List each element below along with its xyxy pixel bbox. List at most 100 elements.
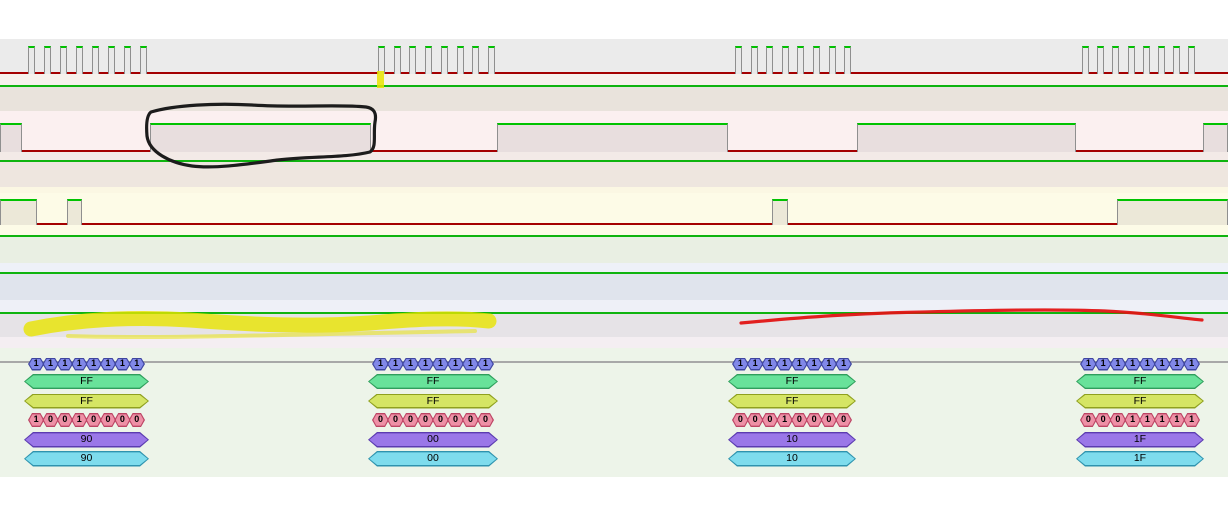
- decode-group-4-bits-top-bit-8-label: 1: [1185, 359, 1199, 369]
- clock-pulse-b4-4: [1127, 45, 1135, 74]
- data-channel-pink-high: [497, 122, 728, 152]
- decode-group-2-bits-bottom-bit-7-label: 0: [463, 414, 477, 425]
- decode-group-1-bits-top-bit-8: 1: [129, 358, 145, 371]
- decode-group-2-bits-top-bit-5: 1: [432, 358, 449, 371]
- decode-group-1-bits-top-bit-2-label: 1: [44, 359, 58, 369]
- decode-group-1-bits-top-bit-7: 1: [114, 358, 130, 371]
- decode-group-4-bits-bottom-bit-6: 1: [1154, 413, 1171, 427]
- decode-group-3-bits-bottom-bit-1-label: 0: [733, 414, 747, 425]
- decode-group-4-bits-top-bit-3: 1: [1110, 358, 1127, 371]
- decode-group-2-byte-mid: FF: [368, 394, 498, 409]
- decode-group-1-byte-cyan-label: 90: [25, 452, 147, 465]
- clock-pulse-b4-1: [1082, 45, 1089, 74]
- decode-group-1-bits-bottom-bit-7: 0: [114, 413, 130, 427]
- decode-group-3-bits-bottom-bit-8: 0: [835, 413, 852, 427]
- decode-group-4-bits-top-bit-5: 1: [1139, 358, 1156, 371]
- data-channel-cream-high: [1117, 199, 1228, 225]
- decode-group-3-bits-top-bit-3-label: 1: [763, 359, 777, 369]
- decode-group-3-bits-top-bit-1-label: 1: [733, 359, 747, 369]
- decode-group-2-bits-bottom-bit-3: 0: [402, 413, 419, 427]
- decode-group-1-bits-top-bit-3: 1: [57, 358, 73, 371]
- decode-group-3-bits-top-bit-8-label: 1: [837, 359, 851, 369]
- decode-group-2-bits-top-bit-7: 1: [462, 358, 479, 371]
- always-high-rail-2: [0, 160, 1228, 163]
- decode-group-1-bits-bottom-bit-6-label: 0: [101, 414, 115, 425]
- decode-group-3-bits-top-bit-7-label: 1: [822, 359, 836, 369]
- decode-group-4-bits-bottom-bit-2-label: 0: [1096, 414, 1110, 425]
- decode-group-4-byte-purple-label: 1F: [1077, 433, 1202, 446]
- decode-group-2-bits-top-bit-2-label: 1: [388, 359, 402, 369]
- decode-group-2-bits-bottom-bit-5-label: 0: [433, 414, 447, 425]
- data-channel-cream-low: [37, 222, 67, 225]
- clock-pulse-b2-1: [378, 45, 385, 74]
- decode-group-2-bits-bottom-bit-5: 0: [432, 413, 449, 427]
- clock-pulse-b4-5: [1142, 45, 1150, 74]
- clock-pulse-b2-7: [472, 45, 480, 74]
- decode-group-4-byte-mid: FF: [1076, 394, 1204, 409]
- always-high-rail-1: [0, 84, 1228, 87]
- decode-group-4-bits-bottom-bit-6-label: 1: [1155, 414, 1169, 425]
- yellow-highlighter-tail: [66, 329, 477, 340]
- decode-group-1-bits-bottom-bit-2: 0: [42, 413, 58, 427]
- clock-pulse-b4-8: [1188, 45, 1196, 74]
- decoder-baseline: [0, 360, 1228, 363]
- decode-group-3-bits-bottom-bit-5: 0: [791, 413, 808, 427]
- decode-group-3-bits-bottom-bit-2: 0: [747, 413, 764, 427]
- decode-group-1-byte-purple: 90: [24, 432, 149, 448]
- decode-group-4-bits-top-bit-2-label: 1: [1096, 359, 1110, 369]
- yellow-highlighter-stroke: [23, 310, 497, 337]
- decode-group-1-byte-mid: FF: [24, 394, 149, 409]
- clock-pulse-b3-8: [844, 45, 852, 74]
- decode-group-1-bits-bottom-bit-1: 1: [28, 413, 44, 427]
- decode-group-2-bits-bottom-bit-2: 0: [387, 413, 404, 427]
- decode-group-4-bits-bottom-bit-8-label: 1: [1185, 414, 1199, 425]
- clock-pulse-b1-3: [60, 45, 67, 74]
- decode-group-3-bits-bottom-bit-7: 0: [821, 413, 838, 427]
- decode-group-2-bits-bottom-bit-6-label: 0: [448, 414, 462, 425]
- yellow-tick-mark: [377, 71, 384, 88]
- decode-group-1-bits-bottom-bit-8-label: 0: [130, 414, 144, 425]
- pale-yellow-strip: [0, 187, 1228, 193]
- decode-group-4-bits-top-bit-3-label: 1: [1111, 359, 1125, 369]
- decode-group-4-byte-top-label: FF: [1077, 375, 1202, 387]
- decode-group-1-bits-top-bit-1-label: 1: [29, 359, 43, 369]
- decode-group-2-bits-top-bit-3-label: 1: [403, 359, 417, 369]
- clock-pulse-b4-6: [1158, 45, 1165, 74]
- beige-band-1: [0, 86, 1228, 111]
- clock-pulse-b3-3: [766, 45, 774, 74]
- clock-pulse-b2-3: [409, 45, 417, 74]
- decode-group-2-byte-cyan-label: 00: [369, 452, 496, 465]
- decode-group-4-bits-top-bit-5-label: 1: [1140, 359, 1154, 369]
- clock-pulse-b2-6: [456, 45, 464, 74]
- clock-pulse-b1-8: [140, 45, 147, 74]
- decode-group-3-bits-top-bit-5-label: 1: [792, 359, 806, 369]
- decode-group-4-bits-bottom-bit-7-label: 1: [1170, 414, 1184, 425]
- decode-group-1-bits-top-bit-6-label: 1: [101, 359, 115, 369]
- cream-band: [0, 193, 1228, 235]
- decode-group-2-byte-purple: 00: [368, 432, 498, 448]
- decode-group-3-bits-bottom-bit-4: 1: [776, 413, 793, 427]
- decode-group-4-bits-top-bit-2: 1: [1095, 358, 1112, 371]
- decode-group-3-bits-top-bit-3: 1: [762, 358, 779, 371]
- decode-group-2-bits-top-bit-1-label: 1: [373, 359, 387, 369]
- clock-pulse-b2-2: [393, 45, 401, 74]
- decode-group-3-bits-top-bit-4: 1: [776, 358, 793, 371]
- decode-group-4-bits-top-bit-1: 1: [1080, 358, 1097, 371]
- clock-pulse-b1-5: [92, 45, 99, 74]
- data-channel-pink-low: [371, 149, 497, 152]
- decode-band: [0, 348, 1228, 477]
- blue-gray-band: [0, 274, 1228, 300]
- decode-group-2-bits-bottom-bit-8: 0: [477, 413, 494, 427]
- clock-pulse-b2-4: [425, 45, 433, 74]
- decode-group-1-bits-bottom-bit-7-label: 0: [116, 414, 130, 425]
- decode-group-1-bits-top-bit-8-label: 1: [130, 359, 144, 369]
- clock-pulse-b3-2: [750, 45, 758, 74]
- decode-group-4-bits-bottom-bit-4-label: 1: [1126, 414, 1140, 425]
- decode-group-4-bits-bottom-bit-5: 1: [1139, 413, 1156, 427]
- decode-group-2-byte-top-label: FF: [369, 375, 496, 387]
- decode-group-3-bits-bottom-bit-7-label: 0: [822, 414, 836, 425]
- decode-group-1-bits-bottom-bit-4-label: 1: [73, 414, 87, 425]
- decode-group-2-bits-top-bit-2: 1: [387, 358, 404, 371]
